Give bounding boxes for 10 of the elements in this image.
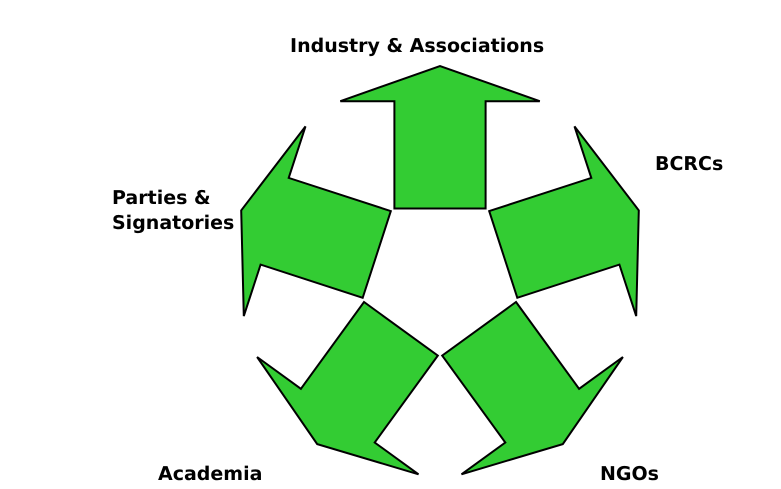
stakeholder-label: Academia — [158, 462, 288, 487]
stakeholder-label: BCRCs — [655, 152, 755, 177]
stakeholder-label: NGOs — [600, 462, 690, 487]
block-arrow — [240, 125, 392, 318]
stakeholder-label: Parties & Signatories — [112, 186, 238, 236]
block-arrow — [440, 300, 624, 476]
block-arrow — [256, 300, 440, 476]
block-arrow — [488, 125, 640, 318]
stakeholder-label: Industry & Associations — [290, 34, 590, 59]
block-arrow — [339, 64, 541, 210]
